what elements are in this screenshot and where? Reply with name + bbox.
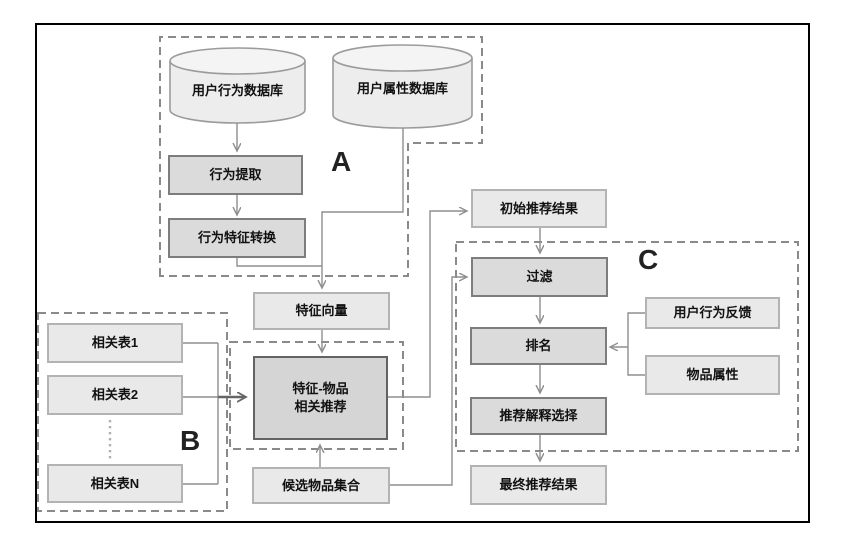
node-behavior-feature-convert: 行为特征转换 [168, 218, 306, 258]
group-label-b: B [180, 425, 201, 456]
connector-lines [183, 123, 645, 486]
node-filter: 过滤 [471, 257, 608, 297]
node-final-results: 最终推荐结果 [470, 465, 607, 505]
group-label-a: A [331, 146, 352, 177]
group-a-outline [159, 36, 483, 277]
node-ranking: 排名 [470, 327, 607, 365]
node-attribute-db: 用户属性数据库 [356, 80, 448, 96]
database-cylinder-attribute [332, 44, 473, 129]
diagram-frame [35, 23, 810, 523]
node-feature-vector: 特征向量 [253, 292, 390, 330]
node-related-table-n: 相关表N [47, 464, 183, 503]
node-related-table-1: 相关表1 [47, 323, 183, 363]
node-behavior-db: 用户行为数据库 [191, 82, 283, 98]
node-explanation-select: 推荐解释选择 [470, 397, 607, 435]
node-feature-item-rec: 特征-物品 相关推荐 [253, 356, 388, 440]
node-item-attributes: 物品属性 [645, 355, 780, 395]
node-candidate-item-set: 候选物品集合 [252, 467, 390, 504]
node-user-feedback: 用户行为反馈 [645, 297, 780, 329]
group-c-outline [455, 241, 799, 452]
group-label-c: C [638, 244, 659, 275]
node-related-table-2: 相关表2 [47, 375, 183, 415]
group-b-outline [37, 312, 228, 512]
node-initial-results: 初始推荐结果 [471, 189, 607, 228]
database-cylinder-behavior [169, 47, 306, 124]
node-behavior-extract: 行为提取 [168, 155, 303, 195]
